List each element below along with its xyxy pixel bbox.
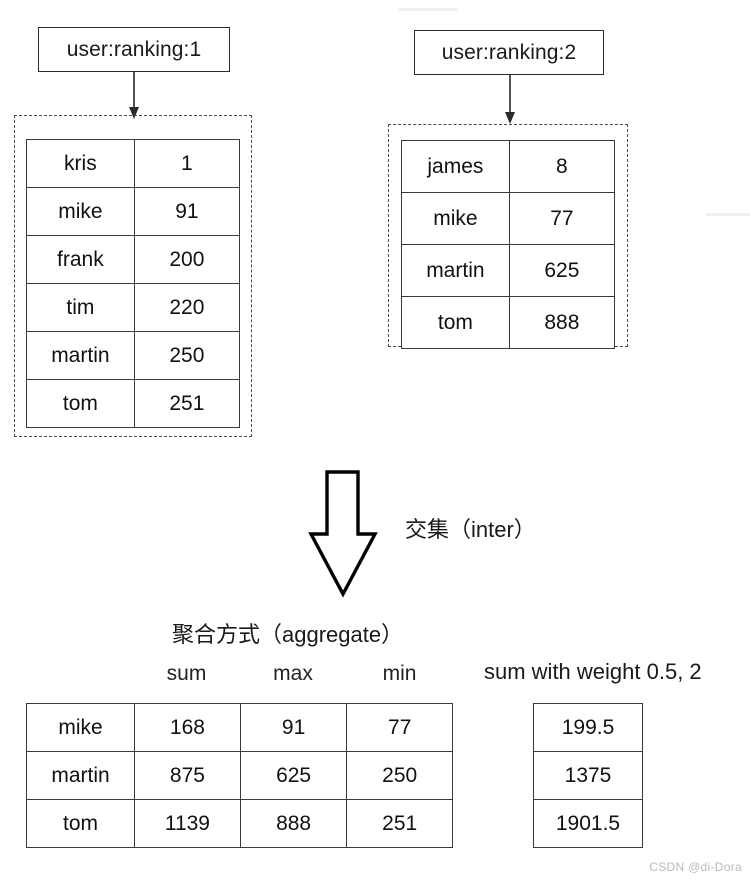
member-cell: james xyxy=(401,140,510,193)
member-cell: tim xyxy=(26,283,135,332)
table-row: tom 1139 888 251 xyxy=(25,799,453,848)
max-cell: 888 xyxy=(239,799,348,848)
score-cell: 220 xyxy=(133,283,241,332)
member-cell: mike xyxy=(26,187,135,236)
max-cell: 91 xyxy=(239,703,348,752)
connector-arrow-1 xyxy=(129,72,139,119)
table-row: 1901.5 xyxy=(533,799,643,848)
score-cell: 1 xyxy=(133,139,241,188)
table-row: kris 1 xyxy=(26,139,241,188)
max-cell: 625 xyxy=(239,751,348,800)
source-table-2: james 8 mike 77 martin 625 tom 888 xyxy=(401,140,616,349)
table-row: mike 168 91 77 xyxy=(25,703,453,752)
sum-cell: 1139 xyxy=(134,799,241,848)
weighted-value-cell: 1375 xyxy=(533,751,643,800)
min-cell: 251 xyxy=(346,799,453,848)
weighted-value-cell: 1901.5 xyxy=(533,799,643,848)
score-cell: 91 xyxy=(133,187,241,236)
source-key-2-box: user:ranking:2 xyxy=(414,30,604,75)
weighted-title: sum with weight 0.5, 2 xyxy=(484,659,702,684)
table-row: tim 220 xyxy=(26,283,241,332)
member-cell: martin xyxy=(25,751,136,800)
source-group-1 xyxy=(14,115,252,437)
score-cell: 625 xyxy=(508,244,616,297)
member-cell: martin xyxy=(401,244,510,297)
table-row: mike 77 xyxy=(401,192,616,245)
scan-artifact xyxy=(398,8,458,11)
table-row: martin 625 xyxy=(401,244,616,297)
table-row: tom 888 xyxy=(401,296,616,349)
score-cell: 250 xyxy=(133,331,241,380)
min-cell: 77 xyxy=(346,703,453,752)
member-cell: kris xyxy=(26,139,135,188)
table-row: james 8 xyxy=(401,140,616,193)
source-key-2-label: user:ranking:2 xyxy=(441,40,577,64)
score-cell: 251 xyxy=(133,379,241,428)
intersection-block-arrow xyxy=(308,470,378,598)
table-row: tom 251 xyxy=(26,379,241,428)
member-cell: frank xyxy=(26,235,135,284)
watermark: CSDN @di-Dora xyxy=(649,860,742,874)
source-table-1: kris 1 mike 91 frank 200 tim 220 martin … xyxy=(26,139,241,428)
sum-cell: 875 xyxy=(134,751,241,800)
table-row: mike 91 xyxy=(26,187,241,236)
member-cell: mike xyxy=(401,192,510,245)
aggregate-column-header-max: max xyxy=(273,662,313,685)
member-cell: martin xyxy=(26,331,135,380)
table-row: 1375 xyxy=(533,751,643,800)
table-row: frank 200 xyxy=(26,235,241,284)
connector-arrow-2 xyxy=(505,75,515,124)
weighted-result-table: 199.5 1375 1901.5 xyxy=(533,703,643,848)
score-cell: 8 xyxy=(508,140,616,193)
member-cell: tom xyxy=(401,296,510,349)
table-row: 199.5 xyxy=(533,703,643,752)
min-cell: 250 xyxy=(346,751,453,800)
member-cell: tom xyxy=(25,799,136,848)
member-cell: tom xyxy=(26,379,135,428)
aggregate-column-header-sum: sum xyxy=(166,662,207,685)
weighted-value-cell: 199.5 xyxy=(533,703,643,752)
score-cell: 888 xyxy=(508,296,616,349)
source-key-1-box: user:ranking:1 xyxy=(38,27,230,72)
scan-artifact xyxy=(706,213,750,216)
aggregate-result-table: mike 168 91 77 martin 875 625 250 tom 11… xyxy=(25,703,453,848)
operation-label: 交集（inter） xyxy=(405,517,536,542)
table-row: martin 250 xyxy=(26,331,241,380)
aggregate-title: 聚合方式（aggregate） xyxy=(172,622,404,647)
member-cell: mike xyxy=(25,703,136,752)
source-key-1-label: user:ranking:1 xyxy=(66,37,202,61)
sum-cell: 168 xyxy=(134,703,241,752)
score-cell: 200 xyxy=(133,235,241,284)
score-cell: 77 xyxy=(508,192,616,245)
table-row: martin 875 625 250 xyxy=(25,751,453,800)
aggregate-column-header-min: min xyxy=(382,662,417,685)
